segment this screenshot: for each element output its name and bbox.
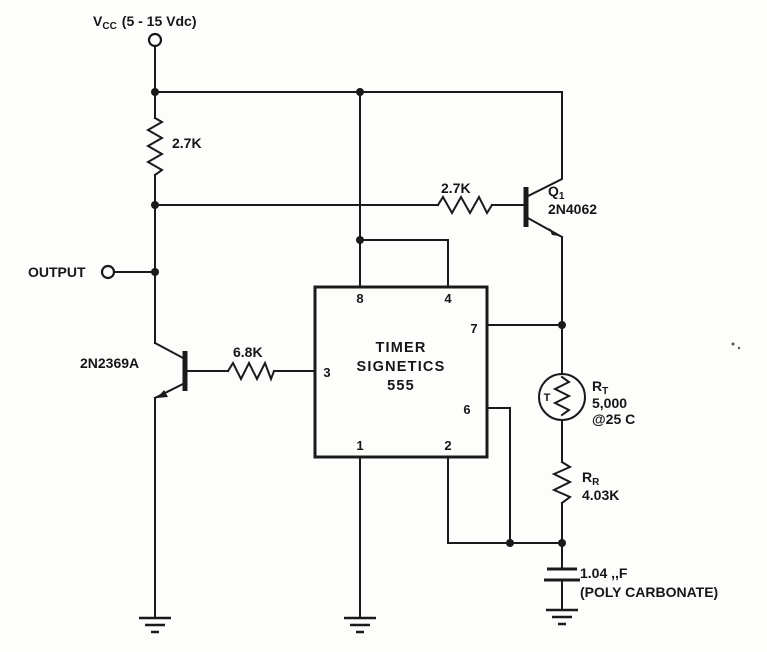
ic-timer-555: TIMER SIGNETICS 555 8 4 7 3 6 1 2 <box>313 91 563 619</box>
thermistor-letter: T <box>544 392 551 404</box>
q2-emitter-arrow <box>157 390 168 398</box>
q1-part-label: 2N4062 <box>548 201 597 217</box>
junction-dot <box>151 88 159 96</box>
ground-symbol-middle <box>344 616 376 634</box>
junction-dot <box>151 201 159 209</box>
pullup-resistor: 2.7K <box>145 91 202 206</box>
resistor-zigzag <box>436 194 494 216</box>
pin-label-7: 7 <box>470 321 477 336</box>
pin6-wire <box>486 407 511 544</box>
ic-name-line1: TIMER <box>375 340 426 356</box>
resistor-zigzag <box>551 460 573 505</box>
q2-collector-wire <box>153 341 187 361</box>
junction-dot <box>558 539 566 547</box>
output-terminal-group: OUTPUT <box>28 264 156 280</box>
q1-emitter-arrow <box>549 228 559 236</box>
pin-label-1: 1 <box>356 438 363 453</box>
output-label: OUTPUT <box>28 264 86 280</box>
capacitor-value: 1.04 ,,F <box>580 565 628 581</box>
pin-label-6: 6 <box>463 402 470 417</box>
pin-label-2: 2 <box>444 438 451 453</box>
junction-dot <box>151 268 159 276</box>
q1-base-resistor: 2.7K <box>154 180 527 216</box>
timing-capacitor: 1.04 ,,F (POLY CARBONATE) <box>544 542 718 611</box>
rr-ref-label: RR <box>582 469 600 488</box>
junction-dot <box>356 236 364 244</box>
q2-base-resistor: 6.8K <box>184 344 316 382</box>
q1-ref-label: Q1 <box>548 183 565 202</box>
rr-value: 4.03K <box>582 487 619 503</box>
q1-base-resistor-value: 2.7K <box>441 180 471 196</box>
pin4-wire <box>359 239 449 288</box>
thermistor-zigzag <box>552 375 572 417</box>
pin-label-3: 3 <box>323 365 330 380</box>
thermistor-value: 5,000 <box>592 395 627 411</box>
q1-collector-wire <box>524 91 563 199</box>
resistor-rr: RR 4.03K <box>551 460 619 544</box>
junction-dot <box>506 539 514 547</box>
junction-dots <box>151 88 566 547</box>
pin-label-8: 8 <box>356 291 363 306</box>
scan-artifact <box>731 342 741 350</box>
q1-emitter-wire <box>524 215 564 239</box>
transistor-2n2369a: 2N2369A <box>80 341 188 619</box>
scan-artifact-dot <box>737 346 741 350</box>
resistor-zigzag <box>145 116 165 177</box>
ic-name-line3: 555 <box>387 378 415 394</box>
output-terminal <box>100 264 116 280</box>
ground-symbol-left <box>139 616 171 634</box>
scan-artifact-dot <box>731 342 735 346</box>
thermistor-rt: T RT 5,000 @25 C <box>538 324 635 463</box>
ic-body <box>313 285 489 459</box>
q2-part-label: 2N2369A <box>80 355 139 371</box>
pullup-resistor-value: 2.7K <box>172 135 202 151</box>
pin-label-4: 4 <box>444 291 452 306</box>
thermistor-ref-label: RT <box>592 378 608 397</box>
power-supply: VCC(5 - 15 Vdc) <box>93 13 563 93</box>
q2-base-resistor-value: 6.8K <box>233 344 263 360</box>
resistor-zigzag <box>226 360 276 382</box>
vcc-label: VCC(5 - 15 Vdc) <box>93 13 197 32</box>
junction-dot <box>558 321 566 329</box>
vcc-terminal <box>147 32 163 48</box>
ground-symbol-right <box>546 608 578 626</box>
thermistor-condition: @25 C <box>592 411 635 427</box>
ic-name-line2: SIGNETICS <box>357 359 446 375</box>
junction-dot <box>356 88 364 96</box>
capacitor-note: (POLY CARBONATE) <box>580 584 718 600</box>
transistor-q1: Q1 2N4062 <box>523 91 597 326</box>
